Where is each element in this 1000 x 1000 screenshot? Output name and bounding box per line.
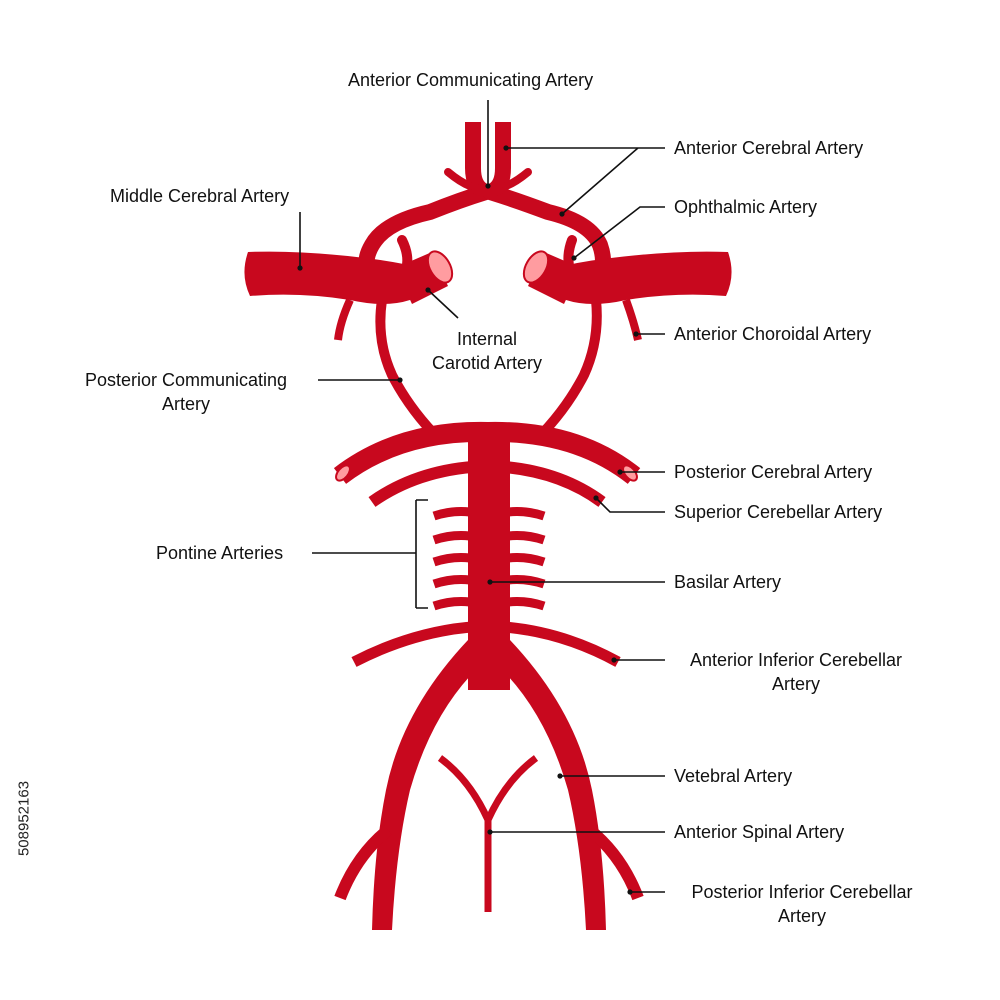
label-anterior-communicating-artery: Anterior Communicating Artery	[348, 70, 594, 90]
dot-anterior-spinal	[487, 829, 493, 835]
anterior-cerebral-branch-right	[502, 168, 532, 190]
dot-internal-carotid	[425, 287, 431, 293]
label-basilar-artery: Basilar Artery	[674, 572, 782, 592]
anterior-cerebral-artery-left	[358, 122, 494, 280]
anterior-inferior-cerebellar-artery	[351, 620, 621, 667]
ophthalmic-artery-right	[563, 235, 577, 275]
posterior-inferior-cerebellar-artery-left	[334, 825, 392, 901]
anterior-choroidal-artery-right	[622, 298, 642, 341]
label-internal-carotid-artery: Internal Carotid Artery	[424, 327, 550, 375]
dot-anterior-cerebral-right	[559, 211, 565, 217]
side-id-value: 508952163	[15, 780, 33, 857]
vertebral-artery-right	[508, 640, 606, 930]
internal-carotid-lumen-right	[522, 250, 550, 284]
label-middle-cerebral-artery: Middle Cerebral Artery	[110, 186, 290, 206]
dot-anterior-communicating	[485, 183, 491, 189]
middle-cerebral-artery-left	[244, 251, 430, 304]
posterior-inferior-cerebellar-artery-right	[586, 825, 644, 901]
artery-drawing	[244, 122, 732, 930]
posterior-cerebral-lumen-left	[335, 464, 351, 482]
leader-anterior-cerebral	[506, 147, 665, 215]
ophthalmic-artery-left	[397, 235, 413, 275]
label-superior-cerebellar-artery: Superior Cerebellar Artery	[674, 502, 883, 522]
leader-ophthalmic	[573, 206, 665, 259]
dot-posterior-inferior-cerebellar	[627, 889, 633, 895]
dot-anterior-cerebral-left	[503, 145, 509, 151]
label-ophthalmic-artery: Ophthalmic Artery	[674, 197, 818, 217]
label-internal-carotid-line2: Carotid Artery	[431, 353, 543, 373]
label-posterior-inferior-cerebellar-line2: Artery	[777, 906, 826, 926]
posterior-cerebral-lumen-right	[622, 464, 638, 482]
basilar-artery	[468, 440, 510, 690]
middle-cerebral-artery-right	[546, 251, 732, 304]
posterior-communicating-artery-left	[375, 299, 444, 444]
label-posterior-inferior-cerebellar-artery: Posterior Inferior Cerebellar Artery	[674, 880, 930, 928]
leader-lines	[299, 100, 665, 893]
label-anterior-choroidal-artery: Anterior Choroidal Artery	[674, 324, 872, 344]
leader-pontine	[312, 499, 428, 609]
dot-posterior-communicating	[397, 377, 403, 383]
anterior-communicating-artery	[471, 183, 505, 197]
dot-posterior-cerebral	[617, 469, 623, 475]
label-anterior-inferior-cerebellar-artery: Anterior Inferior Cerebellar Artery	[674, 648, 918, 696]
label-posterior-communicating-line1: Posterior Communicating	[84, 370, 288, 390]
side-id-text: 508952163	[15, 760, 33, 880]
leader-superior-cerebellar	[595, 497, 665, 513]
label-anterior-spinal-artery: Anterior Spinal Artery	[674, 822, 845, 842]
label-posterior-cerebral-artery: Posterior Cerebral Artery	[674, 462, 873, 482]
leader-internal-carotid	[427, 289, 459, 319]
label-posterior-inferior-cerebellar-line1: Posterior Inferior Cerebellar	[691, 882, 913, 902]
label-anterior-cerebral-artery: Anterior Cerebral Artery	[674, 138, 864, 158]
dot-basilar	[487, 579, 493, 585]
anterior-cerebral-artery-right	[482, 122, 611, 279]
dot-anterior-choroidal	[633, 331, 639, 337]
dot-ophthalmic	[571, 255, 577, 261]
dot-vertebral	[557, 773, 563, 779]
internal-carotid-lumen-left	[426, 250, 454, 284]
pontine-arteries	[432, 507, 546, 611]
label-posterior-communicating-line2: Artery	[161, 394, 210, 414]
dot-anterior-inferior-cerebellar	[611, 657, 617, 663]
label-pontine-arteries: Pontine Arteries	[156, 543, 284, 563]
anterior-spinal-artery	[437, 755, 539, 912]
dot-superior-cerebellar	[593, 495, 599, 501]
posterior-cerebral-artery	[333, 421, 641, 485]
label-posterior-communicating-artery: Posterior Communicating Artery	[68, 368, 304, 416]
vertebral-artery-left	[372, 640, 470, 930]
anterior-cerebral-branch-left	[444, 168, 474, 190]
leader-dots	[297, 145, 639, 895]
dot-middle-cerebral	[297, 265, 303, 271]
label-anterior-inferior-cerebellar-line1: Anterior Inferior Cerebellar	[689, 650, 903, 670]
label-anterior-inferior-cerebellar-line2: Artery	[771, 674, 820, 694]
label-vertebral-artery: Vetebral Artery	[674, 766, 793, 786]
posterior-communicating-artery-right	[532, 299, 602, 444]
label-internal-carotid-line1: Internal	[456, 329, 518, 349]
anterior-choroidal-artery-left	[334, 298, 354, 341]
